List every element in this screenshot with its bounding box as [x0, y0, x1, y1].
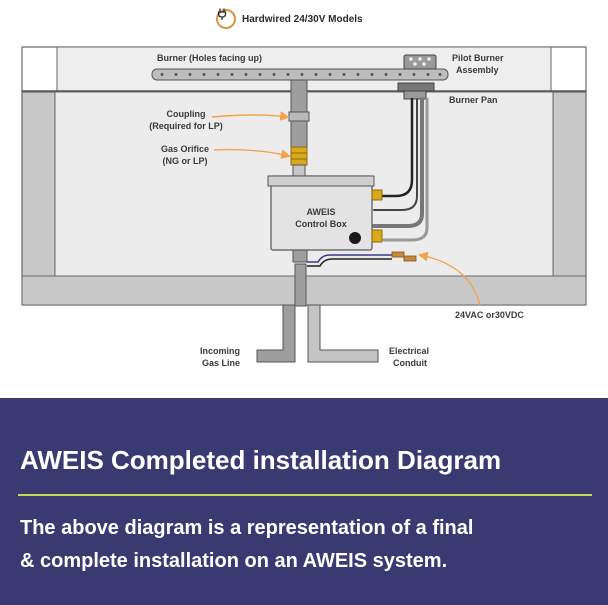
banner-description-line-1: The above diagram is a representation of… — [20, 517, 474, 539]
electrical-conduit — [307, 304, 379, 363]
installation-diagram: Hardwired 24/30V Models Burner (Holes fa… — [21, 8, 587, 368]
gas-line-label-line-2: Gas Line — [201, 358, 240, 368]
plug-icon — [216, 8, 236, 29]
banner-title: AWEIS Completed installation Diagram — [20, 445, 502, 475]
banner-description-line-2: & complete installation on an AWEIS syst… — [20, 550, 448, 572]
voltage-label: 24VAC or30VDC — [455, 310, 524, 320]
gas-orifice-arrow — [213, 148, 291, 159]
gas-riser-through-floor — [294, 263, 307, 307]
burner-tube — [151, 68, 449, 81]
control-box — [267, 175, 383, 263]
model-header: Hardwired 24/30V Models — [216, 8, 363, 30]
pilot-wiring — [372, 97, 429, 242]
burner-pan-label: Burner Pan — [449, 95, 498, 105]
pilot-burner-label-line-1: Pilot Burner — [452, 53, 504, 63]
gas-orifice-fitting — [290, 146, 308, 177]
coupling-label-line-2: (Required for LP) — [149, 121, 223, 131]
banner-description: The above diagram is a representation of… — [20, 512, 595, 578]
gas-orifice-label-line-2: (NG or LP) — [162, 156, 208, 166]
coupling-arrow — [211, 111, 290, 121]
voltage-arrow — [418, 251, 481, 306]
diagram-drawing — [21, 46, 587, 363]
model-title: Hardwired 24/30V Models — [242, 13, 363, 25]
burner-holes — [160, 73, 442, 76]
gas-orifice-label-line-1: Gas Orifice — [160, 144, 210, 154]
conduit-label-line-2: Conduit — [393, 358, 427, 368]
pilot-burner-label-line-2: Assembly — [456, 65, 499, 75]
description-banner — [0, 398, 608, 605]
gas-line-label-line-1: Incoming — [200, 346, 240, 356]
pilot-burner-assembly — [397, 54, 437, 100]
coupling-fitting — [288, 111, 310, 122]
burner-label: Burner (Holes facing up) — [157, 53, 263, 63]
low-voltage-wires — [307, 251, 417, 267]
coupling-label-line-1: Coupling — [166, 109, 206, 119]
control-box-label-line-2: Control Box — [295, 219, 347, 229]
banner-divider — [18, 494, 592, 496]
conduit-label-line-1: Electrical — [389, 346, 430, 356]
gas-line-pipe — [256, 304, 296, 363]
control-box-label-line-1: AWEIS — [306, 207, 336, 217]
